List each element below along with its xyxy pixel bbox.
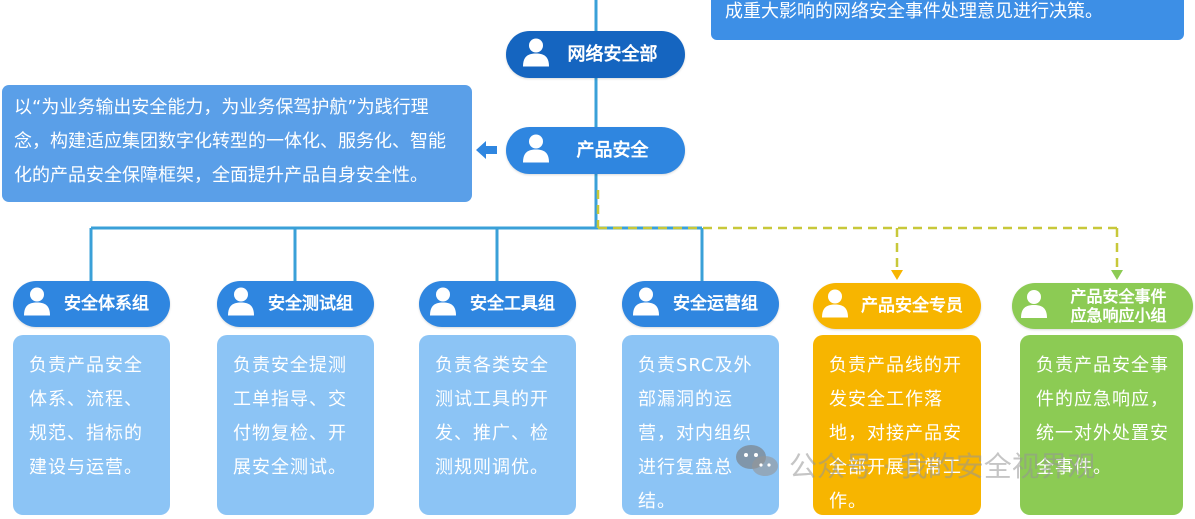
group-card-testing: 负责安全提测工单指导、交付物复检、开展安全测试。 — [217, 335, 374, 515]
group-node-product-security-specialist: 产品安全专员 — [813, 283, 981, 329]
person-icon — [522, 37, 550, 72]
group-description: 负责产品安全事件的应急响应，统一对外处置安全事件。 — [1036, 355, 1169, 478]
group-card-incident-response: 负责产品安全事件的应急响应，统一对外处置安全事件。 — [1020, 335, 1183, 515]
top-note-box: 成重大影响的网络安全事件处理意见进行决策。 — [711, 0, 1184, 40]
group-node-system: 安全体系组 — [13, 281, 170, 327]
group-name: 产品安全专员 — [861, 295, 963, 316]
product-security-title: 产品安全 — [576, 140, 649, 161]
department-node: 网络安全部 — [506, 31, 685, 78]
watermark-text: 公众号 · 我的安全视界观 — [789, 449, 1096, 483]
person-icon — [227, 287, 255, 322]
group-node-operations: 安全运营组 — [622, 281, 779, 327]
department-title: 网络安全部 — [567, 44, 658, 65]
group-node-tools: 安全工具组 — [419, 281, 576, 327]
person-icon — [429, 287, 457, 322]
person-icon — [632, 287, 660, 322]
group-name: 产品安全事件 应急响应小组 — [1038, 287, 1166, 325]
product-security-description: 以“为业务输出安全能力，为业务保驾护航”为践行理念，构建适应集团数字化转型的一体… — [14, 97, 446, 186]
wechat-icon — [735, 443, 779, 486]
watermark: 公众号 · 我的安全视界观 — [735, 443, 1096, 486]
group-name-line2: 应急响应小组 — [1070, 306, 1167, 325]
group-description: 负责安全提测工单指导、交付物复检、开展安全测试。 — [233, 355, 347, 478]
person-icon — [821, 289, 849, 324]
product-security-description-box: 以“为业务输出安全能力，为业务保驾护航”为践行理念，构建适应集团数字化转型的一体… — [2, 85, 472, 202]
group-name: 安全体系组 — [64, 293, 149, 314]
product-security-node: 产品安全 — [506, 127, 685, 174]
group-card-system: 负责产品安全体系、流程、规范、指标的建设与运营。 — [13, 335, 170, 515]
group-description: 负责各类安全测试工具的开发、推广、检测规则调优。 — [435, 355, 549, 478]
group-description: 负责SRC及外部漏洞的运营，对内组织进行复盘总结。 — [638, 355, 753, 512]
arrow-left-icon — [476, 140, 498, 164]
group-card-tools: 负责各类安全测试工具的开发、推广、检测规则调优。 — [419, 335, 576, 515]
group-name: 安全运营组 — [673, 293, 758, 314]
group-name: 安全工具组 — [470, 293, 555, 314]
group-node-testing: 安全测试组 — [217, 281, 374, 327]
group-name: 安全测试组 — [268, 293, 353, 314]
group-card-operations: 负责SRC及外部漏洞的运营，对内组织进行复盘总结。 — [622, 335, 779, 515]
group-node-incident-response: 产品安全事件 应急响应小组 — [1012, 283, 1193, 329]
person-icon — [1020, 289, 1048, 323]
top-note-text: 成重大影响的网络安全事件处理意见进行决策。 — [725, 1, 1103, 22]
group-card-product-security-specialist: 负责产品线的开发安全工作落地，对接产品安全部开展日常工作。 — [813, 335, 981, 515]
person-icon — [522, 133, 550, 168]
person-icon — [23, 287, 51, 322]
group-description: 负责产品安全体系、流程、规范、指标的建设与运营。 — [29, 355, 143, 478]
group-name-line1: 产品安全事件 — [1070, 287, 1167, 306]
group-description: 负责产品线的开发安全工作落地，对接产品安全部开展日常工作。 — [829, 355, 962, 512]
